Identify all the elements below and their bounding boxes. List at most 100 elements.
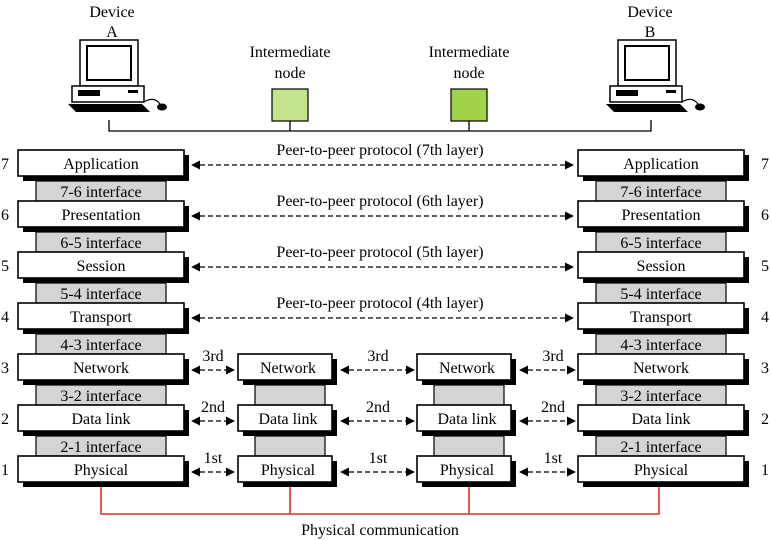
intermediate-node-1-sublabel: node	[274, 65, 305, 82]
hop-label: 2nd	[201, 399, 225, 416]
network-bus	[108, 120, 652, 132]
device-b-letter: B	[645, 24, 656, 41]
layer-label: Network	[633, 360, 689, 377]
layer-label: Transport	[70, 309, 132, 326]
interface-box: 4-3 interface	[35, 333, 167, 355]
intermediate-node-2-sublabel: node	[453, 65, 484, 82]
interface-box: 7-6 interface	[595, 180, 727, 202]
intermediate-node-1: Intermediate node	[250, 44, 331, 122]
intermediate-node-1-square	[271, 88, 309, 122]
layer-box: Physical	[416, 455, 516, 487]
layer-box: Network	[577, 353, 749, 385]
layer-box: Data link	[237, 404, 337, 436]
interface-label: 2-1 interface	[60, 439, 141, 456]
layer-label: Network	[73, 360, 129, 377]
interface-label: 7-6 interface	[620, 184, 701, 201]
layer-label: Application	[63, 156, 139, 173]
layer-number: 6	[761, 207, 769, 224]
layer-number: 5	[761, 258, 769, 275]
layer-box: Presentation	[17, 200, 189, 232]
layer-box: Physical	[17, 455, 189, 487]
physical-link: Physical communication	[100, 487, 660, 539]
interface-label: 6-5 interface	[620, 235, 701, 252]
interface-box: 5-4 interface	[595, 282, 727, 304]
layer-box: Transport	[577, 302, 749, 334]
interface-label: 7-6 interface	[60, 184, 141, 201]
interface-label: 6-5 interface	[60, 235, 141, 252]
interface-box: 6-5 interface	[35, 231, 167, 253]
intermediate-node-2: Intermediate node	[429, 44, 510, 122]
layer-number: 2	[761, 411, 769, 428]
layer-box: Session	[17, 251, 189, 283]
layer-number: 5	[1, 258, 9, 275]
physical-communication-label: Physical communication	[301, 522, 459, 539]
intermediate-node-1-label: Intermediate	[250, 44, 331, 61]
intermediate-stack-1: Network Data link Physical	[237, 353, 337, 487]
hop-label: 1st	[204, 450, 223, 467]
layer-box: Data link	[577, 404, 749, 436]
layer-box: Physical	[237, 455, 337, 487]
interface-label: 3-2 interface	[60, 388, 141, 405]
layer-number: 3	[761, 360, 769, 377]
interface-label: 3-2 interface	[620, 388, 701, 405]
intermediate-stack-2: Network Data link Physical	[416, 353, 516, 487]
layer-box: Data link	[17, 404, 189, 436]
hop-label: 2nd	[541, 399, 565, 416]
layer-numbers-right: 7 6 5 4 3 2 1	[761, 156, 769, 479]
layer-label: Physical	[634, 462, 689, 479]
layer-label: Session	[637, 258, 686, 275]
layer-number: 4	[1, 309, 9, 326]
layer-label: Presentation	[621, 207, 700, 224]
interface-box: 6-5 interface	[595, 231, 727, 253]
device-a-letter: A	[106, 24, 118, 41]
peer-protocol-label: Peer-to-peer protocol (5th layer)	[276, 244, 483, 261]
hop-label: 3rd	[367, 348, 388, 365]
interface-box: 3-2 interface	[35, 384, 167, 406]
hop-label: 1st	[369, 450, 388, 467]
hop-label: 3rd	[542, 348, 563, 365]
layer-label: Network	[439, 360, 495, 377]
hop-arrows: 3rd 3rd 3rd 2nd 2nd 2nd 1st 1st 1st	[191, 348, 576, 477]
device-a-stack: Application 7-6 interface Presentation 6…	[17, 149, 189, 487]
layer-box: Application	[577, 149, 749, 181]
layer-box: Session	[577, 251, 749, 283]
intermediate-node-2-label: Intermediate	[429, 44, 510, 61]
device-b-stack: Application 7-6 interface Presentation 6…	[577, 149, 749, 487]
layer-label: Data link	[71, 411, 130, 428]
layer-number: 1	[1, 462, 9, 479]
layer-box: Transport	[17, 302, 189, 334]
device-b: Device B	[606, 4, 705, 112]
peer-protocol-label: Peer-to-peer protocol (7th layer)	[276, 142, 483, 159]
hop-label: 1st	[544, 450, 563, 467]
layer-number: 4	[761, 309, 769, 326]
layer-label: Session	[77, 258, 126, 275]
layer-box: Network	[416, 353, 516, 385]
layer-box: Application	[17, 149, 189, 181]
interface-box: 2-1 interface	[35, 435, 167, 457]
layer-label: Network	[260, 360, 316, 377]
interface-box: 2-1 interface	[595, 435, 727, 457]
interface-box: 5-4 interface	[35, 282, 167, 304]
peer-protocols: Peer-to-peer protocol (7th layer) Peer-t…	[191, 142, 574, 323]
layer-label: Physical	[74, 462, 129, 479]
interface-label: 5-4 interface	[60, 286, 141, 303]
layer-label: Data link	[258, 411, 317, 428]
layer-box: Data link	[416, 404, 516, 436]
interface-label: 4-3 interface	[60, 337, 141, 354]
layer-label: Data link	[631, 411, 690, 428]
desktop-computer-icon	[68, 39, 167, 112]
hop-label: 3rd	[202, 348, 223, 365]
layer-label: Data link	[437, 411, 496, 428]
peer-protocol-label: Peer-to-peer protocol (6th layer)	[276, 193, 483, 210]
layer-box: Network	[17, 353, 189, 385]
intermediate-node-2-square	[450, 88, 488, 122]
interface-box: 7-6 interface	[35, 180, 167, 202]
interface-label: 2-1 interface	[620, 439, 701, 456]
layer-number: 2	[1, 411, 9, 428]
layer-box: Presentation	[577, 200, 749, 232]
layer-label: Transport	[630, 309, 692, 326]
interface-label: 4-3 interface	[620, 337, 701, 354]
interface-label: 5-4 interface	[620, 286, 701, 303]
layer-box: Physical	[577, 455, 749, 487]
